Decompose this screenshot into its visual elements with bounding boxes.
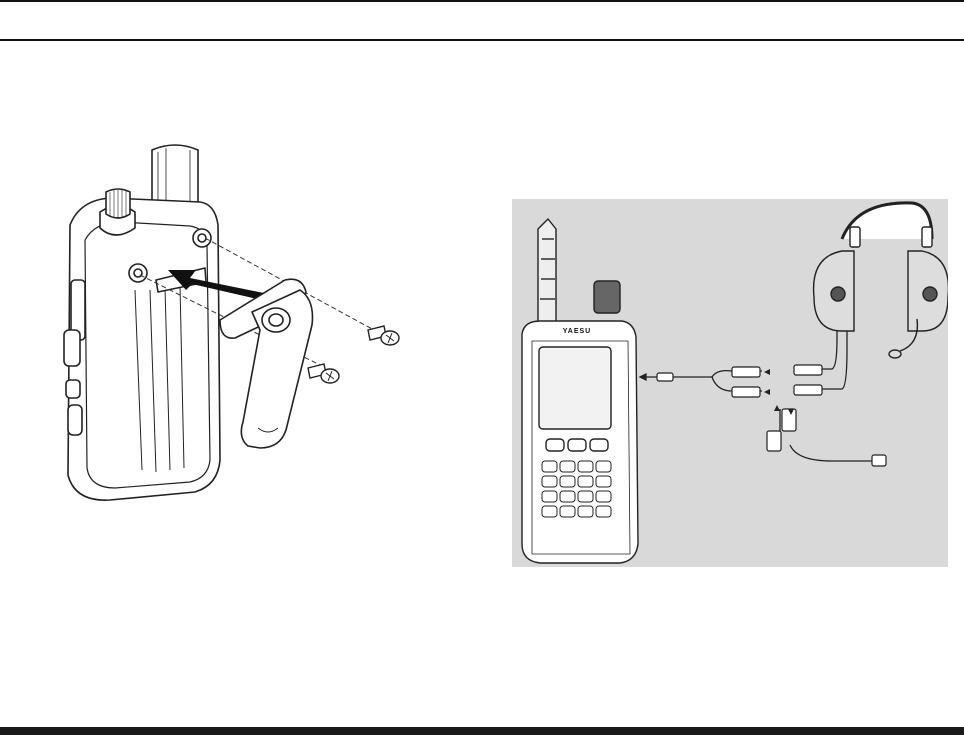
belt-clip-figure: [40, 130, 480, 520]
top-rule: [0, 0, 964, 2]
headset-figure: YAESU: [512, 199, 948, 567]
belt-clip-shape: [220, 279, 313, 448]
header-rule: [0, 39, 964, 41]
footer-bar: [0, 727, 964, 735]
headphones-shape: [814, 203, 948, 358]
screw-shapes: [308, 326, 399, 383]
plug-shapes: [657, 365, 886, 466]
arrow-shapes: [764, 369, 794, 415]
belt-clip-illustration: [40, 130, 480, 520]
radio-antenna-shape: [538, 219, 556, 327]
headset-illustration: YAESU: [512, 199, 948, 567]
radio-display-shape: [539, 347, 611, 429]
radio-brand-text: YAESU: [563, 328, 591, 335]
